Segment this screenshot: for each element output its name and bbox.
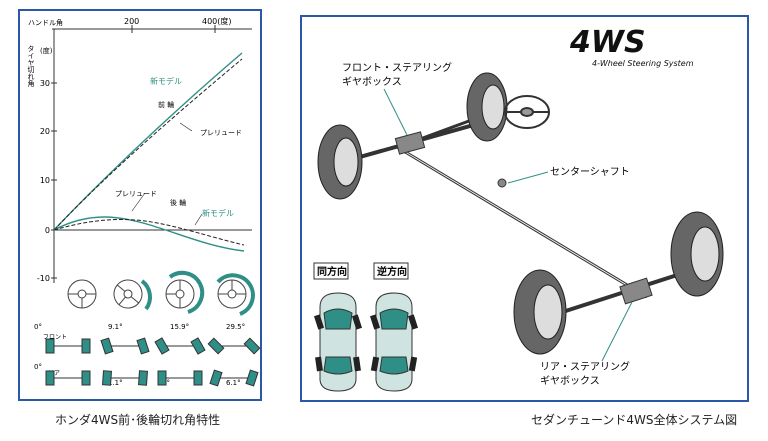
front-left-rim — [333, 137, 359, 187]
angle-label: 0° — [34, 363, 42, 371]
wheel-block — [193, 370, 203, 386]
left-caption: ホンダ4WS前･後輪切れ角特性 — [55, 413, 221, 427]
steering-wheel-icon — [504, 95, 550, 129]
angle-label: 15.9° — [170, 323, 189, 331]
top-tick-label: 200 — [124, 17, 139, 26]
steering-angle-chart-panel: ハンドル角 200 400(度) タイヤ切れ角 (度) 30 20 10 0 -… — [18, 9, 262, 401]
rear-right-rim — [690, 226, 720, 282]
wheel-block — [243, 337, 261, 355]
same-phase-label: 同方向 — [317, 265, 347, 278]
row-label-front: フロント — [43, 334, 67, 341]
wheel-block — [137, 370, 149, 386]
wheel-block — [154, 337, 170, 355]
rear-left-rim — [533, 284, 563, 340]
shaft-joint — [497, 178, 507, 188]
car-top-view-opposite — [369, 292, 419, 392]
wheel-block — [190, 337, 206, 355]
y-tick-label: -10 — [37, 274, 50, 283]
front-gearbox-label: ギヤボックス — [342, 76, 402, 88]
steering-wheel-icon — [165, 279, 195, 309]
system-diagram-panel: 4WS 4-Wheel Steering System — [300, 15, 749, 402]
angle-label: 0° — [34, 323, 42, 331]
wheel-block — [81, 370, 91, 386]
steering-wheel-icon — [67, 279, 97, 309]
front-right-rim — [481, 84, 505, 130]
label-front-wheel: 前 輪 — [158, 100, 174, 109]
wheel-block — [101, 370, 113, 386]
label-prelude-front: プレリュード — [200, 129, 242, 137]
label-rear-wheel: 後 輪 — [170, 198, 186, 207]
y-tick-label: 10 — [40, 176, 50, 185]
right-caption: セダンチューンド4WS全体システム図 — [531, 413, 738, 427]
leader-rear-gearbox — [601, 301, 633, 362]
y-axis-label: タイヤ切れ角 — [27, 45, 35, 88]
top-axis-label: ハンドル角 — [28, 18, 63, 27]
center-shaft-highlight — [396, 146, 648, 298]
angle-label: 6.1° — [226, 379, 241, 387]
wheel-block — [81, 338, 91, 354]
tires — [317, 72, 724, 355]
system-diagram: 4WS 4-Wheel Steering System — [313, 25, 724, 392]
opposite-phase-box — [373, 262, 409, 280]
front-gearbox-label: フロント・ステアリング — [342, 61, 452, 74]
steering-wheel-icon — [217, 279, 247, 309]
new-model-front-curve — [53, 52, 243, 231]
label-new-model-rear: 新モデル — [202, 208, 234, 218]
front-gearbox — [394, 131, 426, 155]
wheel-block — [157, 370, 167, 386]
prelude-rear-curve — [53, 218, 245, 246]
wheel-pair-diagrams — [45, 337, 261, 387]
y-unit: (度) — [40, 46, 53, 55]
rotation-arc — [140, 279, 152, 311]
angle-label: 9.1° — [108, 323, 123, 331]
y-tick-label: 20 — [40, 127, 50, 136]
car-top-view-same — [313, 292, 363, 392]
rotation-arc — [168, 270, 205, 314]
wheel-block — [45, 370, 55, 386]
new-model-rear-curve — [53, 216, 245, 252]
prelude-front-curve — [53, 58, 243, 231]
leader-center-shaft — [507, 171, 549, 184]
angle-label: 29.5° — [226, 323, 245, 331]
wheel-block — [45, 338, 55, 354]
wheel-block — [245, 369, 259, 387]
steering-wheel-icon — [113, 279, 143, 309]
label-leader — [131, 192, 146, 212]
label-leader — [194, 213, 203, 226]
label-new-model-front: 新モデル — [150, 76, 182, 86]
leader-front-gearbox — [383, 88, 408, 136]
wheel-block — [136, 337, 150, 355]
rear-gearbox — [619, 277, 653, 305]
logo-subtitle: 4-Wheel Steering System — [592, 59, 694, 68]
label-prelude-rear: プレリュード — [115, 190, 157, 198]
steering-angle-chart: ハンドル角 200 400(度) タイヤ切れ角 (度) 30 20 10 0 -… — [27, 16, 261, 387]
center-shaft-label: センターシャフト — [550, 166, 630, 178]
same-phase-box — [313, 262, 349, 280]
wheel-block — [100, 337, 114, 355]
top-tick-label: 400(度) — [202, 16, 232, 26]
steering-wheel-icons — [67, 270, 255, 316]
opposite-phase-label: 逆方向 — [377, 265, 407, 278]
wheel-block — [207, 337, 225, 355]
rotation-arc — [216, 273, 255, 316]
rear-gearbox-label: リア・ステアリング — [540, 360, 630, 373]
angle-label: 1.1° — [108, 379, 123, 387]
y-tick-label: 0 — [45, 226, 50, 235]
y-tick-label: 30 — [40, 79, 50, 88]
label-leader — [179, 122, 193, 132]
rear-gearbox-label: ギヤボックス — [540, 375, 600, 387]
logo-4ws: 4WS — [569, 25, 646, 60]
wheel-block — [209, 369, 223, 387]
